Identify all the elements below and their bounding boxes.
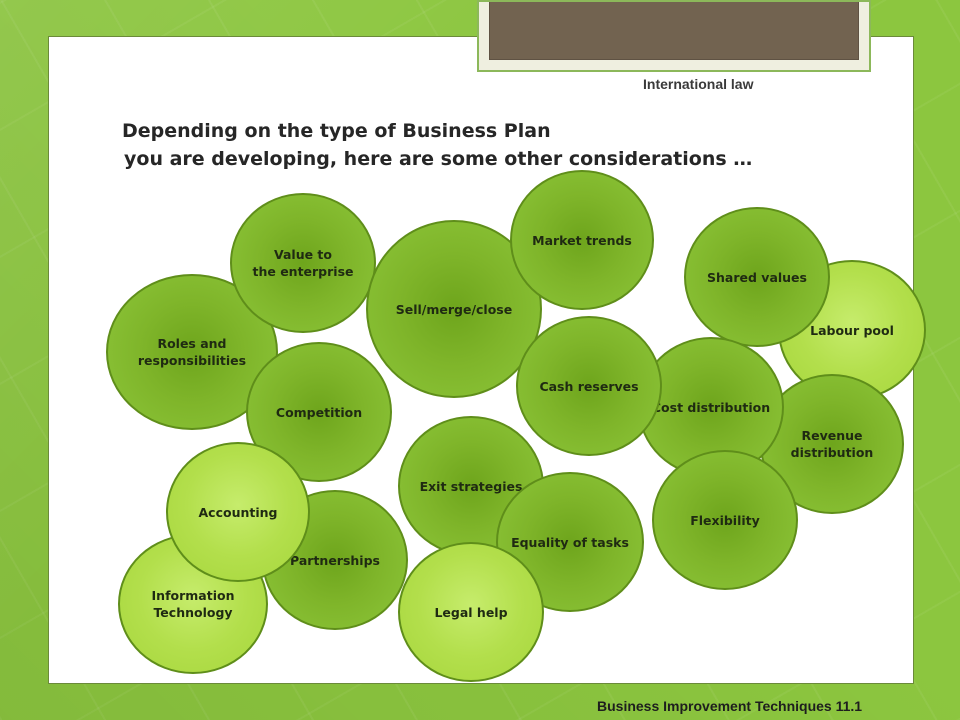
heading-line-2: you are developing, here are some other … <box>124 148 753 170</box>
bubble-legal-help: Legal help <box>398 542 544 682</box>
top-photo <box>489 2 859 60</box>
heading-line-1: Depending on the type of Business Plan <box>122 120 551 142</box>
top-caption: International law <box>643 76 754 92</box>
bubble-shared-values: Shared values <box>684 207 830 347</box>
bubble-cash-reserves: Cash reserves <box>516 316 662 456</box>
bubble-value-to-enterprise: Value to the enterprise <box>230 193 376 333</box>
bubble-flexibility: Flexibility <box>652 450 798 590</box>
footer-caption: Business Improvement Techniques 11.1 <box>597 698 863 714</box>
bubble-revenue-distribution: Revenue distribution <box>760 374 904 514</box>
bubble-accounting: Accounting <box>166 442 310 582</box>
bubble-market-trends: Market trends <box>510 170 654 310</box>
top-photo-frame <box>477 0 871 72</box>
slide-heading: Depending on the type of Business Plan y… <box>122 117 842 173</box>
